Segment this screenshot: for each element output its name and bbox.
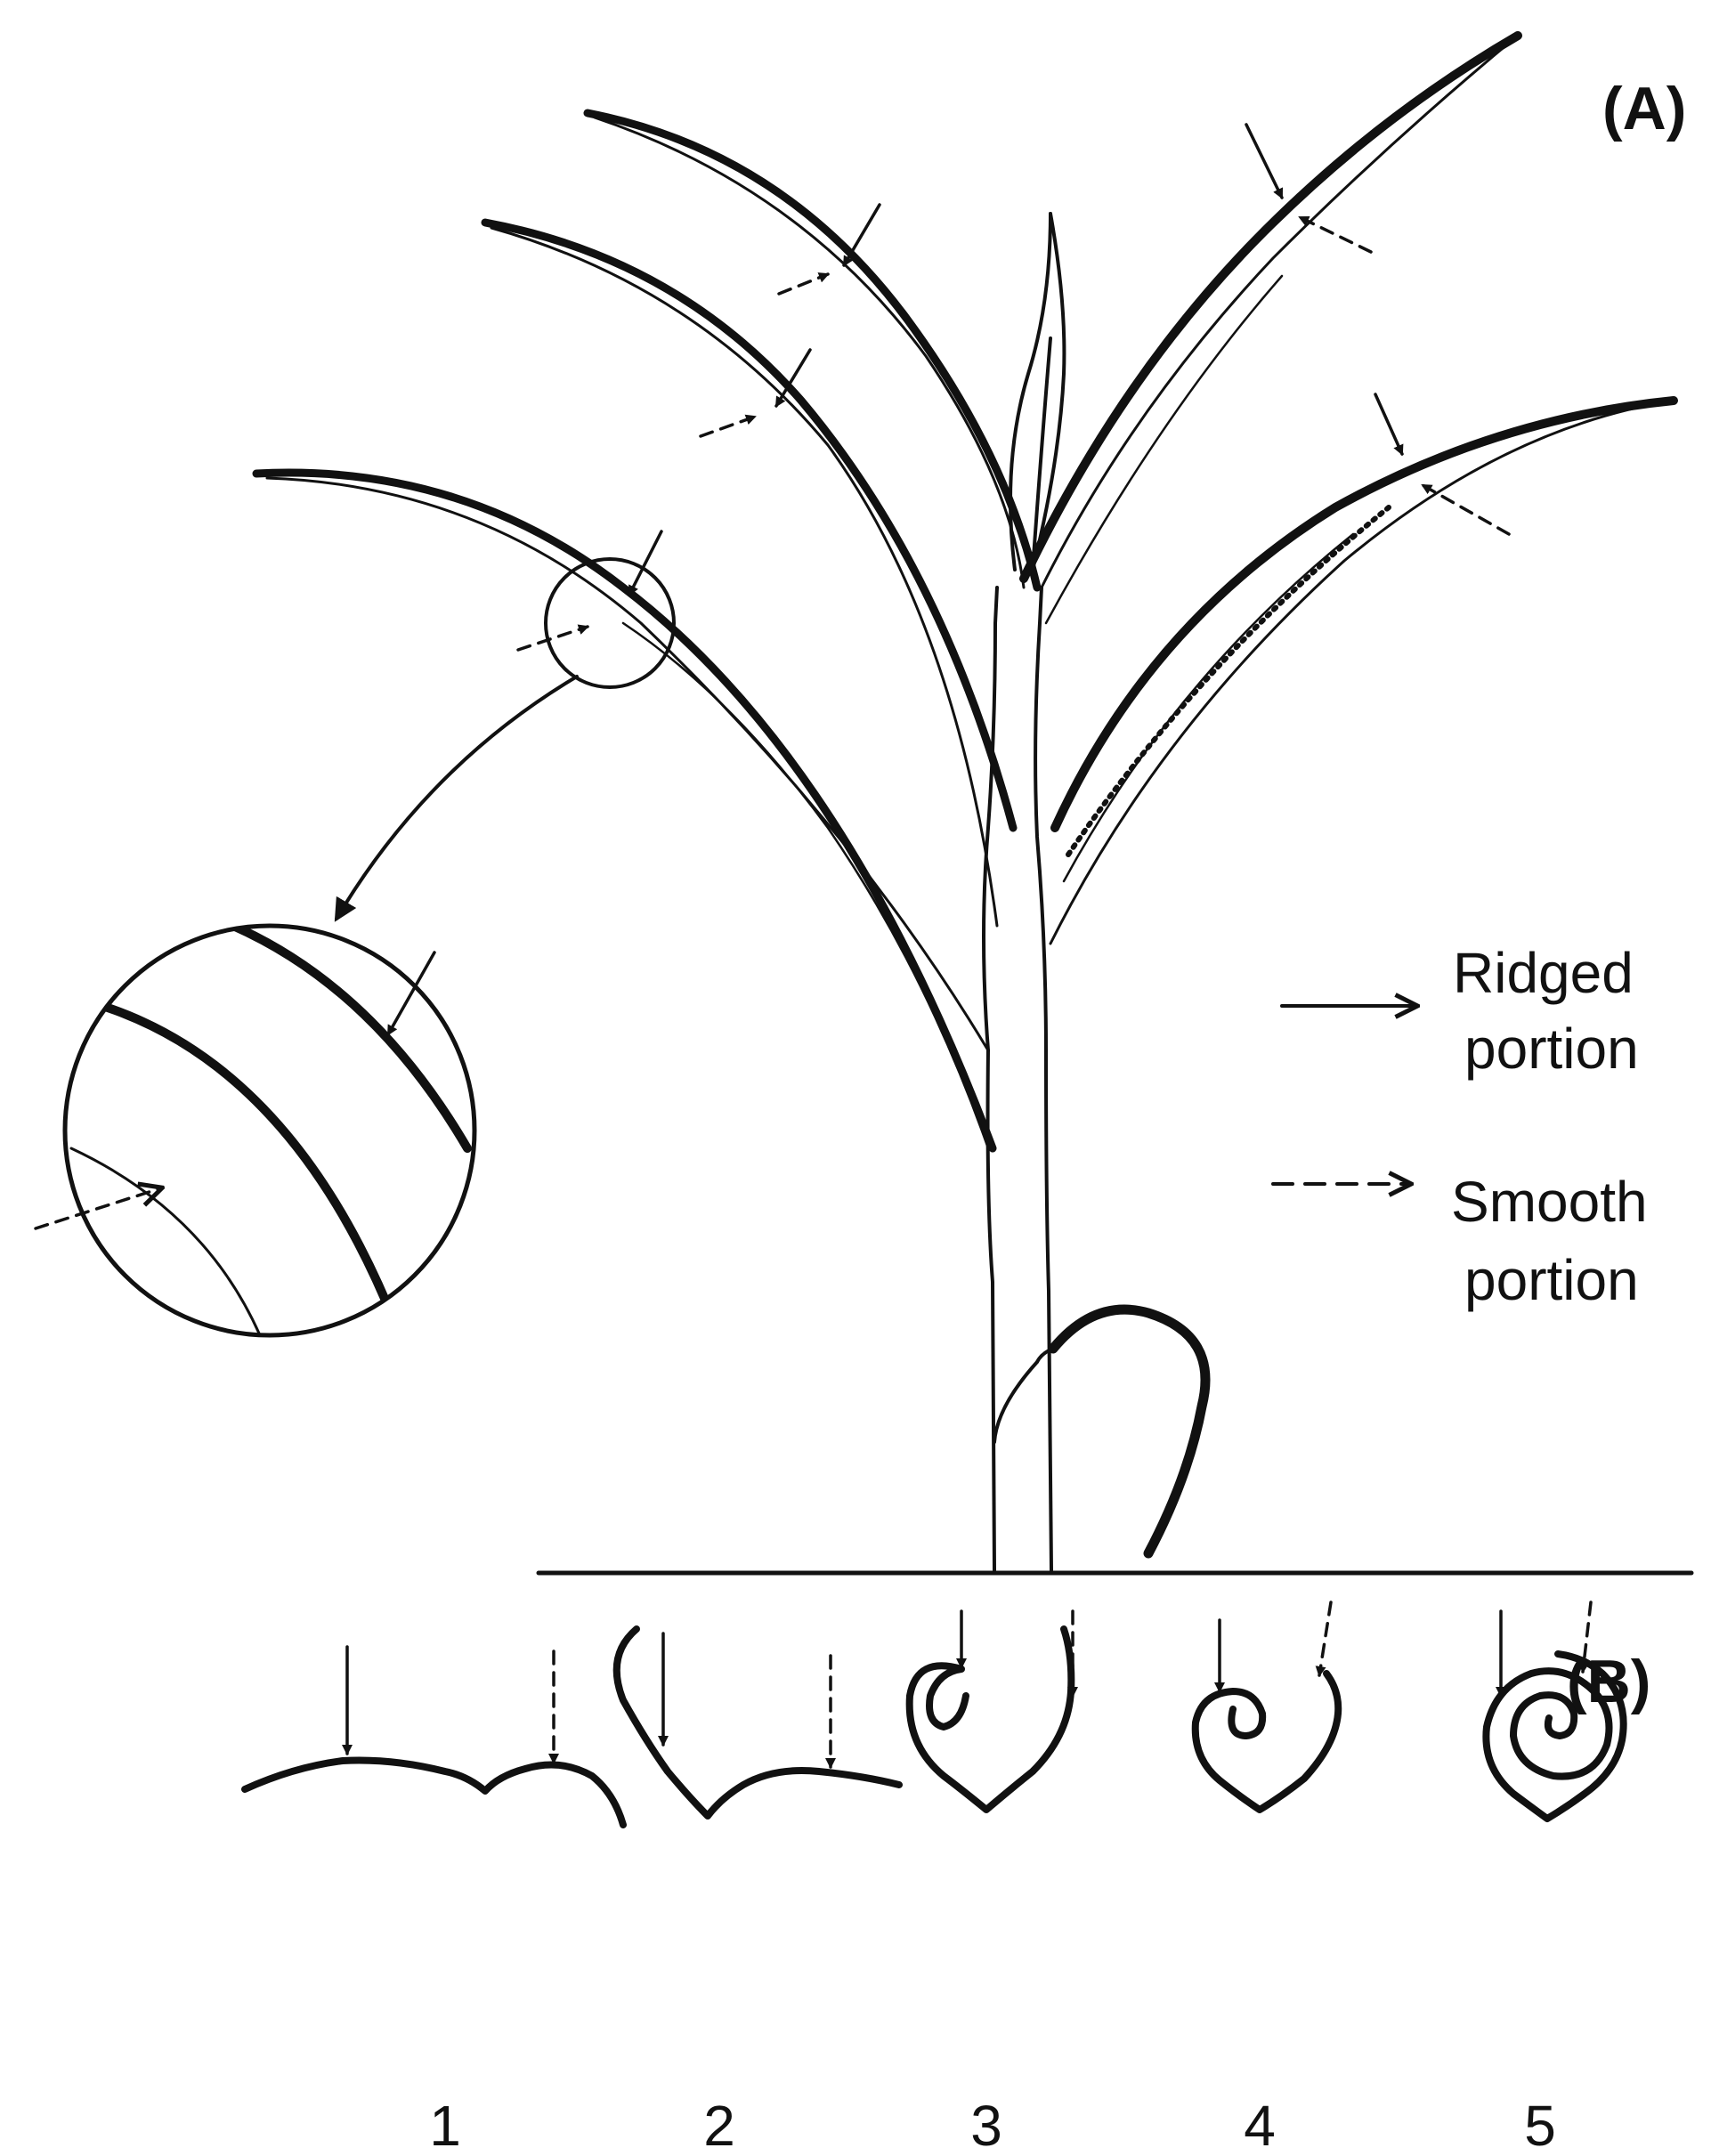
cross-section-3 [910, 1611, 1073, 1810]
leaf-lower-right [1050, 401, 1674, 944]
enlarged-leaf-view [36, 926, 474, 1335]
zoom-pointer-arrow [337, 677, 577, 919]
cross-section-4 [1196, 1602, 1339, 1810]
leaf-top-left [588, 113, 1037, 588]
stage-label-3: 3 [970, 2094, 1002, 2156]
cross-section-sequence [245, 1602, 1624, 1825]
panel-b-label: (B) [1567, 1648, 1650, 1715]
legend-smooth-line1: Smooth [1451, 1170, 1648, 1234]
leaf-middle-left [485, 223, 1013, 926]
stage-label-5: 5 [1524, 2094, 1556, 2156]
plant-illustration [36, 36, 1691, 1573]
cross-section-2 [617, 1629, 899, 1816]
main-stem [984, 588, 1051, 1570]
basal-sheath-curl [994, 1309, 1205, 1553]
legend-ridged-line1: Ridged [1453, 941, 1634, 1005]
legend-ridged-line2: portion [1464, 1017, 1639, 1081]
leaf-lower-left [256, 473, 993, 1148]
cross-section-1 [245, 1647, 623, 1825]
stage-label-4: 4 [1244, 2094, 1276, 2156]
legend-smooth-line2: portion [1464, 1248, 1639, 1312]
stage-label-1: 1 [429, 2094, 461, 2156]
panel-a-label: (A) [1602, 75, 1686, 142]
leaf-top-right [1024, 36, 1518, 623]
stage-label-2: 2 [703, 2094, 735, 2156]
